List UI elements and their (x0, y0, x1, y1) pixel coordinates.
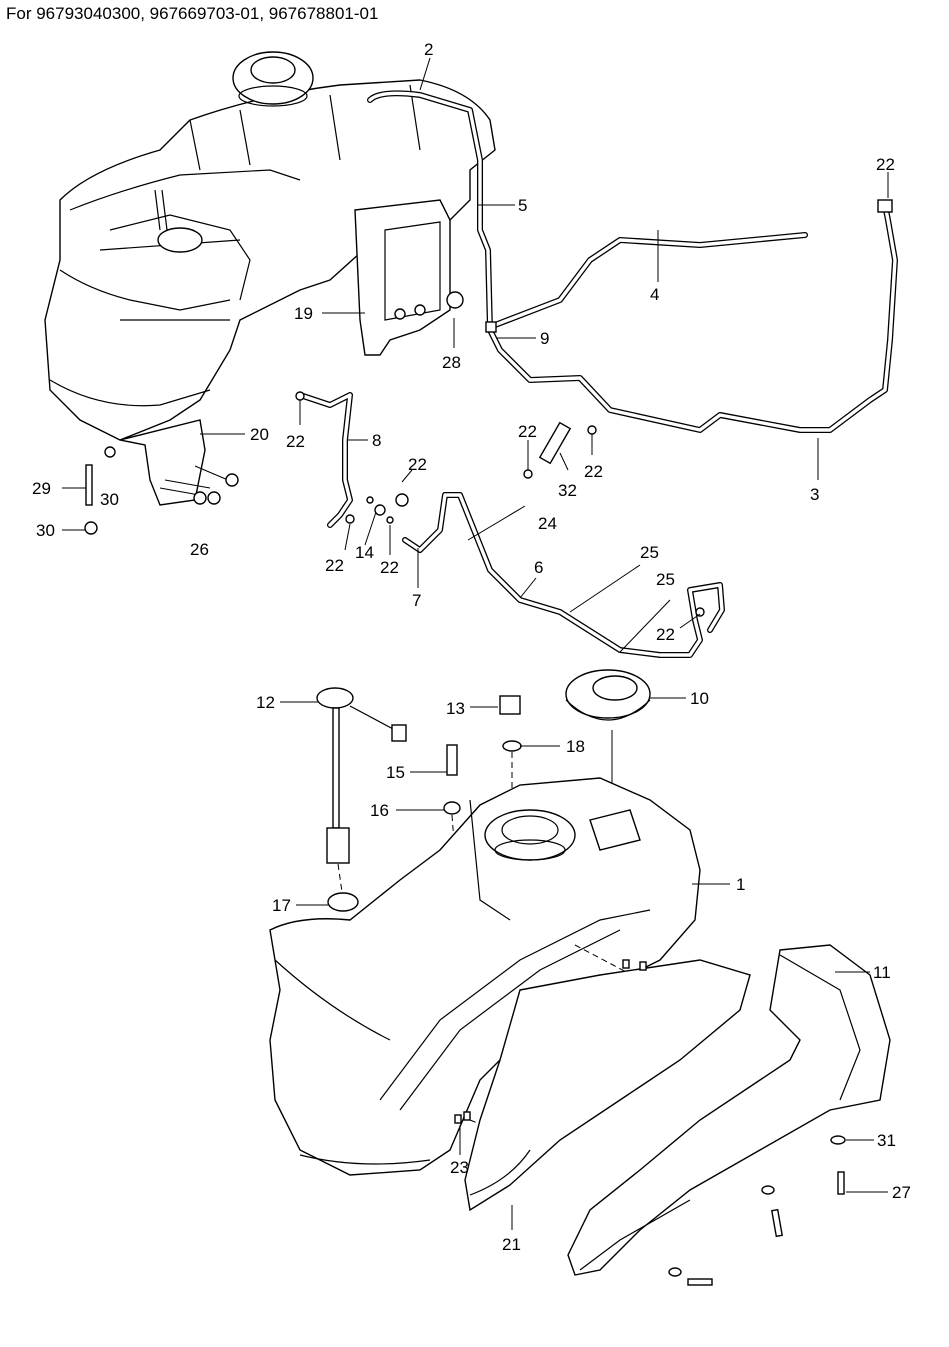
callout-23: 22 (876, 155, 895, 174)
callout-22-c: 22 (325, 556, 344, 575)
callout-22-b: 22 (408, 455, 427, 474)
callout-1: 1 (736, 875, 745, 894)
screw-27 (837, 1171, 845, 1195)
callout-25-a: 24 (538, 514, 557, 533)
sender-rod (332, 707, 340, 829)
callout-18: 18 (566, 737, 585, 756)
bolts-26 (159, 465, 239, 505)
callout-6: 6 (534, 558, 543, 577)
callout-30-upper: 30 (100, 490, 119, 509)
callout-22-d: 22 (380, 558, 399, 577)
fastener-28 (446, 291, 464, 309)
fitting-9 (485, 321, 497, 333)
callout-30-lower: 30 (36, 521, 55, 540)
callout-24: 23 (450, 1158, 469, 1177)
nut-30-upper (104, 446, 116, 458)
callout-21: 21 (502, 1235, 521, 1254)
tee-fitting-14 (374, 504, 386, 516)
callout-22-g: 22 (656, 625, 675, 644)
callout-17: 17 (272, 896, 291, 915)
stud-29 (85, 464, 93, 506)
diagram-header: For 96793040300, 967669703-01, 967678801… (6, 4, 379, 23)
callout-31: 31 (877, 1131, 896, 1150)
callout-19: 19 (294, 304, 313, 323)
assembled-fuel-tank (44, 51, 496, 535)
side-panel-21 (464, 959, 751, 1212)
callout-22-a: 22 (286, 432, 305, 451)
callout-7: 7 (412, 591, 421, 610)
fuel-lines (367, 90, 898, 433)
vent-hoses (295, 391, 725, 658)
callout-26: 26 (190, 540, 209, 559)
callout-14: 14 (355, 543, 374, 562)
mount-bracket-19 (354, 199, 451, 356)
callout-22-f: 22 (584, 462, 603, 481)
callout-labels: 2 5 4 9 3 22 19 28 20 29 30 30 26 22 8 2… (32, 40, 911, 1254)
callout-11: 11 (873, 963, 891, 982)
callout-3: 3 (810, 485, 819, 504)
filler-neck (484, 809, 576, 861)
callout-2: 2 (424, 40, 433, 59)
callout-29: 29 (32, 479, 51, 498)
grommet-18 (502, 740, 522, 752)
side-panel-11 (567, 944, 891, 1276)
callout-25-b: 25 (640, 543, 659, 562)
fitting-23 (877, 199, 893, 213)
grommet-16 (443, 801, 461, 815)
rollover-valve-13 (499, 695, 521, 715)
callout-20: 20 (250, 425, 269, 444)
callout-8: 8 (372, 431, 381, 450)
callout-16: 16 (370, 801, 389, 820)
callout-27: 27 (892, 1183, 911, 1202)
callout-12: 12 (256, 693, 275, 712)
lower-fasteners (454, 959, 846, 1286)
washer-31 (830, 1135, 846, 1145)
callout-4: 4 (650, 285, 659, 304)
fuel-tank-1 (269, 777, 701, 1176)
callout-25-c: 25 (656, 570, 675, 589)
leader-lines (62, 57, 889, 1230)
tube-32 (538, 421, 572, 465)
callout-28: 28 (442, 353, 461, 372)
fuel-sender-12 (316, 687, 354, 709)
nut-30-lower (84, 521, 98, 535)
gasket-17 (327, 892, 359, 912)
callout-10: 10 (690, 689, 709, 708)
valve-15 (446, 744, 458, 776)
callout-22-e: 22 (518, 422, 537, 441)
callout-9: 9 (540, 329, 549, 348)
callout-5: 5 (518, 196, 527, 215)
callout-13: 13 (446, 699, 465, 718)
callout-32: 32 (558, 481, 577, 500)
callout-15: 15 (386, 763, 405, 782)
